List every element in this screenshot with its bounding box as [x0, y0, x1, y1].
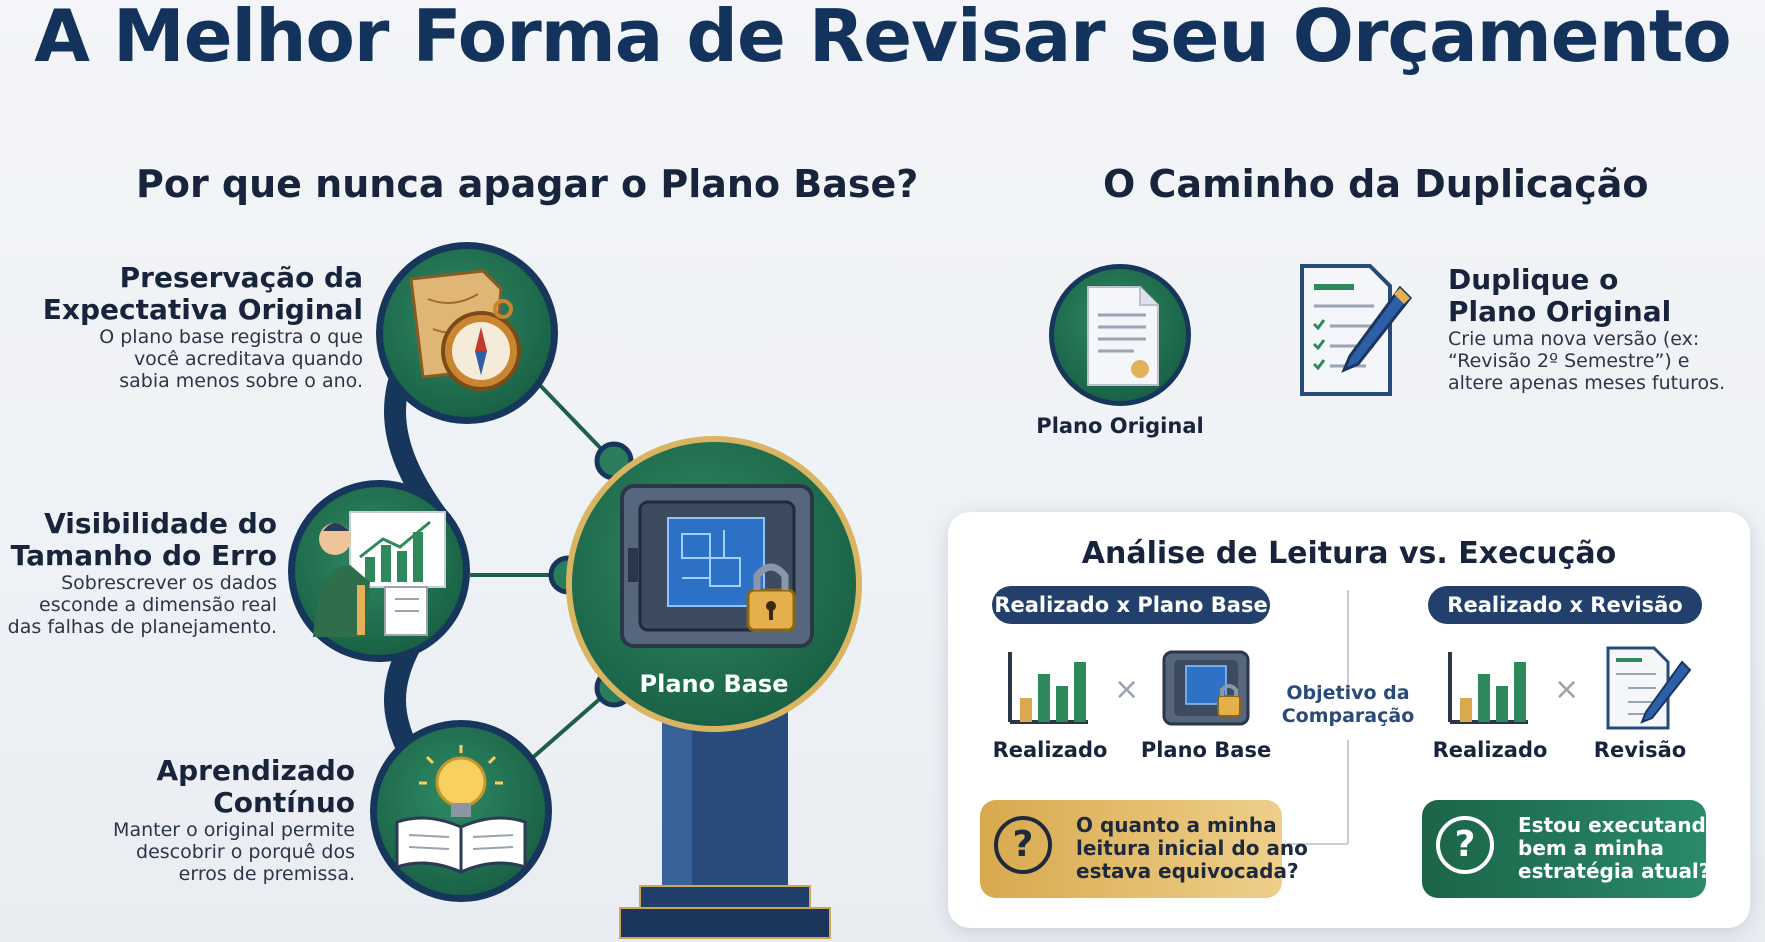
duplicate-desc: Crie uma nova versão (ex:: [1448, 328, 1700, 350]
analysis-title: Análise de Leitura vs. Execução: [1081, 536, 1617, 571]
item-desc: sabia menos sobre o ano.: [119, 370, 363, 392]
duplicate-heading: Duplique o: [1448, 263, 1619, 296]
item-desc: Manter o original permite: [113, 819, 355, 841]
comparison-objective-line: Objetivo da: [1286, 682, 1410, 704]
center-divider: [1280, 590, 1349, 845]
item-heading: Tamanho do Erro: [10, 539, 277, 572]
revision-document-pen-icon: [1606, 646, 1692, 730]
plano-original-label: Plano Original: [1036, 414, 1204, 438]
question-bubble-right: ? Estou executando bem a minha estratégi…: [1422, 800, 1720, 898]
question-line: estava equivocada?: [1076, 859, 1299, 883]
question-text-right: Estou executando bem a minha estratégia …: [1518, 814, 1720, 883]
main-title: A Melhor Forma de Revisar seu Orçamento: [34, 0, 1732, 78]
map-compass-icon: [409, 269, 521, 391]
question-text-left: O quanto a minha leitura inicial do ano …: [1076, 814, 1308, 883]
book-lightbulb-icon: [395, 745, 527, 874]
question-line: O quanto a minha: [1076, 813, 1277, 837]
item-aprendizado: Aprendizado Contínuo Manter o original p…: [35, 754, 355, 886]
label-revisao: Revisão: [1593, 738, 1687, 762]
document-icon: [1087, 286, 1159, 386]
item-desc: você acreditava quando: [133, 348, 363, 370]
map-compass-circle: [376, 242, 558, 424]
item-desc: erros de premissa.: [178, 863, 355, 885]
duplicate-desc: altere apenas meses futuros.: [1448, 372, 1726, 394]
connector-bottom: [528, 688, 612, 762]
times-icon: ×: [1114, 672, 1140, 707]
item-heading: Visibilidade do: [44, 507, 277, 540]
question-line: estratégia atual?: [1518, 859, 1711, 883]
pill-realizado-plano-base: Realizado x Plano Base: [992, 586, 1270, 624]
question-icon: ?: [994, 816, 1052, 874]
connector-top: [533, 378, 612, 460]
pill-realizado-revisao: Realizado x Revisão: [1428, 586, 1702, 624]
item-heading: Expectativa Original: [42, 293, 363, 326]
item-visibilidade: Visibilidade do Tamanho do Erro Sobrescr…: [0, 507, 277, 639]
item-desc: descobrir o porquê dos: [136, 841, 355, 863]
question-line: bem a minha: [1518, 836, 1664, 860]
comparison-objective: Objetivo da Comparação: [1280, 682, 1416, 728]
comparison-objective-line: Comparação: [1281, 705, 1415, 727]
item-heading: Aprendizado: [156, 754, 355, 787]
question-line: Estou executando: [1518, 813, 1720, 837]
duplicate-desc: “Revisão 2º Semestre”) e: [1448, 350, 1690, 372]
label-realizado-left: Realizado: [992, 738, 1108, 762]
duplicate-document-pen-icon: [1300, 264, 1412, 396]
times-icon: ×: [1554, 672, 1580, 707]
bar-chart-icon: [1448, 652, 1528, 724]
plano-base-circle: Plano Base: [566, 436, 862, 732]
duplicate-text-block: Duplique o Plano Original Crie uma nova …: [1448, 263, 1748, 395]
plano-base-label: Plano Base: [639, 670, 789, 698]
duplicate-heading: Plano Original: [1448, 295, 1672, 328]
item-desc: O plano base registra o que: [99, 326, 363, 348]
vault-safe-icon: [620, 484, 814, 648]
item-desc: Sobrescrever os dados: [61, 572, 277, 594]
pedestal: [619, 710, 831, 939]
item-preservacao: Preservação da Expectativa Original O pl…: [3, 261, 363, 393]
bar-chart-icon: [1008, 652, 1088, 724]
item-heading: Preservação da: [119, 261, 363, 294]
item-desc: das falhas de planejamento.: [7, 616, 277, 638]
person-chart-circle: [288, 480, 470, 662]
item-heading: Contínuo: [213, 786, 355, 819]
question-bubble-left: ? O quanto a minha leitura inicial do an…: [980, 800, 1308, 898]
item-desc: esconde a dimensão real: [39, 594, 277, 616]
left-section-title: Por que nunca apagar o Plano Base?: [136, 162, 919, 206]
question-icon: ?: [1436, 816, 1494, 874]
question-line: leitura inicial do ano: [1076, 836, 1308, 860]
plano-original-circle: [1049, 264, 1191, 406]
book-bulb-circle: [370, 720, 552, 902]
right-section-title: O Caminho da Duplicação: [1103, 162, 1649, 206]
analyst-chart-icon: [313, 511, 446, 637]
label-plano-base: Plano Base: [1140, 738, 1272, 762]
vault-safe-small-icon: [1162, 650, 1250, 726]
label-realizado-right: Realizado: [1432, 738, 1548, 762]
